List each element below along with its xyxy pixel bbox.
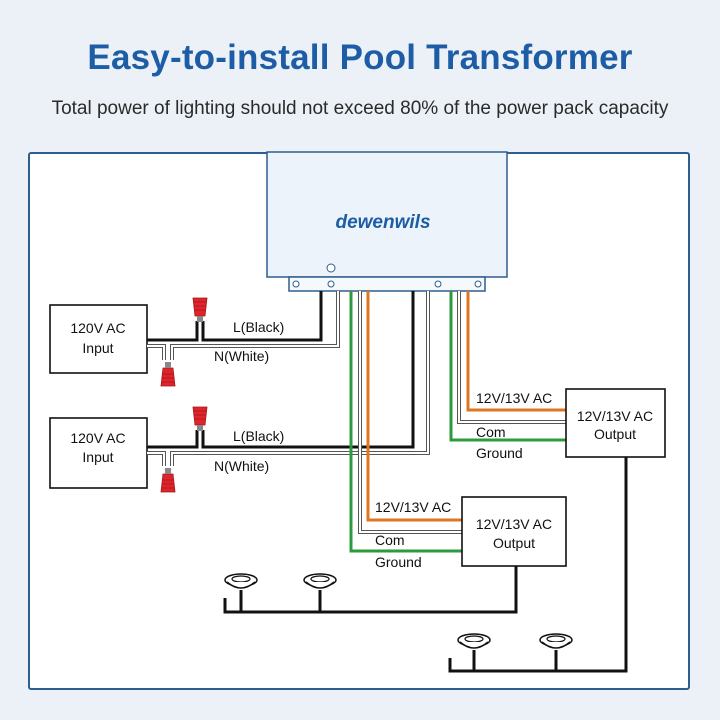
light-run-2 [448,457,628,673]
output-2-label-line1: 12V/13V AC [476,516,552,532]
output-1-com-label: Com [476,424,506,440]
input-box-1 [49,304,148,374]
input-2-label-line1: 120V AC [70,430,125,446]
transformer-box [266,151,508,292]
output-1-label-line2: Output [594,426,636,442]
wire-nut-icon [160,467,176,493]
input-2-label-line2: Input [82,449,113,465]
output-box-2 [461,496,567,567]
pool-light-icon [302,572,338,604]
input-1-neutral-label: N(White) [214,348,269,364]
input-2-neutral-label: N(White) [214,458,269,474]
light-run-1 [223,566,518,614]
pool-light-icon [456,632,492,664]
screw-icon [434,280,442,288]
pool-light-icon [223,572,259,604]
input-1-label-line2: Input [82,340,113,356]
page-subtitle: Total power of lighting should not excee… [51,98,669,119]
output-box-1 [565,388,666,458]
output-2-label-line2: Output [493,535,535,551]
output-2-ground-label: Ground [375,554,422,570]
wire-nut-icon [160,361,176,387]
wire-nut-icon [192,406,208,432]
brand-logo: dewenwils [335,212,430,233]
page-title: Easy-to-install Pool Transformer [87,38,633,77]
wire-nut-icon [192,297,208,323]
pool-light-icon [538,632,574,664]
output-1-label-line1: 12V/13V AC [577,408,653,424]
screw-icon [327,280,335,288]
input-1-label-line1: 120V AC [70,320,125,336]
input-1-hot-label: L(Black) [233,319,284,335]
input-2-hot-label: L(Black) [233,428,284,444]
output-2-com-label: Com [375,532,405,548]
screw-icon [326,263,336,273]
output-1-voltage-label: 12V/13V AC [476,390,552,406]
output-1-ground-label: Ground [476,445,523,461]
output-2-voltage-label: 12V/13V AC [375,499,451,515]
